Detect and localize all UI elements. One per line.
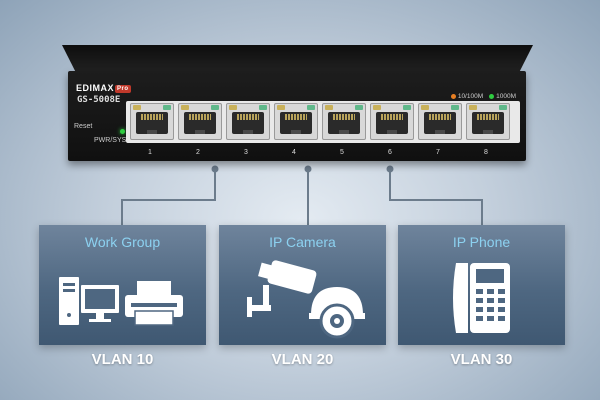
vlan-label-10: VLAN 10 [91, 351, 154, 368]
group-box-ip-phone: IP Phone [398, 225, 565, 345]
rj45-jack-icon [376, 112, 408, 134]
legend-label: 1000M [496, 93, 516, 100]
activity-led-icon [499, 105, 507, 110]
led-green-icon [489, 93, 495, 99]
link-led-icon [373, 105, 381, 110]
brand-badge: Pro [115, 84, 131, 93]
link-led-icon [181, 105, 189, 110]
rj45-jack-icon [232, 112, 264, 134]
wire-vlan-30 [389, 168, 483, 225]
reset-label: Reset [74, 123, 93, 130]
rj45-jack-icon [472, 112, 504, 134]
port-number: 5 [340, 149, 344, 156]
ethernet-port-2 [178, 103, 222, 140]
port-number: 1 [148, 149, 152, 156]
activity-led-icon [355, 105, 363, 110]
wire-dot-port-4 [304, 165, 312, 173]
link-led-icon [277, 105, 285, 110]
legend-item-1000: 1000M [489, 93, 516, 100]
activity-led-icon [403, 105, 411, 110]
link-led-icon [469, 105, 477, 110]
group-box-work-group: Work Group [39, 225, 206, 345]
group-box-ip-camera: IP Camera [219, 225, 386, 345]
activity-led-icon [307, 105, 315, 110]
rj45-jack-icon [184, 112, 216, 134]
desk-phone-icon [453, 263, 510, 333]
wire-vlan-10 [121, 168, 216, 225]
group-title: Work Group [84, 234, 161, 250]
ethernet-port-5 [322, 103, 366, 140]
led-orange-icon [450, 93, 456, 99]
port-number: 6 [388, 149, 392, 156]
activity-led-icon [163, 105, 171, 110]
link-led-icon [229, 105, 237, 110]
power-label: PWR/SYS [94, 137, 127, 144]
link-led-icon [421, 105, 429, 110]
port-number: 7 [436, 149, 440, 156]
ethernet-port-3 [226, 103, 270, 140]
link-led-icon [325, 105, 333, 110]
activity-led-icon [211, 105, 219, 110]
ethernet-port-4 [274, 103, 318, 140]
vlan-label-30: VLAN 30 [450, 351, 513, 368]
computer-printer-icon [59, 277, 183, 326]
wire-dot-port-2 [211, 165, 219, 173]
security-camera-icon [247, 260, 365, 339]
port-number: 4 [292, 149, 296, 156]
group-title: IP Camera [269, 234, 336, 250]
port-number: 2 [196, 149, 200, 156]
activity-led-icon [451, 105, 459, 110]
rj45-jack-icon [280, 112, 312, 134]
vlan-label-20: VLAN 20 [271, 351, 334, 368]
rj45-jack-icon [328, 112, 360, 134]
ethernet-port-1 [130, 103, 174, 140]
ethernet-port-8 [466, 103, 510, 140]
activity-led-icon [259, 105, 267, 110]
group-title: IP Phone [452, 234, 511, 250]
brand-name: EDIMAX [76, 83, 115, 93]
switch-top [62, 45, 533, 73]
speed-legend: 10/100M 1000M [450, 93, 516, 100]
power-led-icon [120, 129, 125, 134]
port-number: 8 [484, 149, 488, 156]
rj45-jack-icon [424, 112, 456, 134]
rj45-jack-icon [136, 112, 168, 134]
wire-dot-port-6 [386, 165, 394, 173]
port-number: 3 [244, 149, 248, 156]
ethernet-port-7 [418, 103, 462, 140]
ethernet-port-6 [370, 103, 414, 140]
model-label: GS-5008E [77, 95, 121, 105]
legend-label: 10/100M [457, 93, 484, 100]
legend-item-10-100: 10/100M [450, 93, 484, 100]
link-led-icon [133, 105, 141, 110]
